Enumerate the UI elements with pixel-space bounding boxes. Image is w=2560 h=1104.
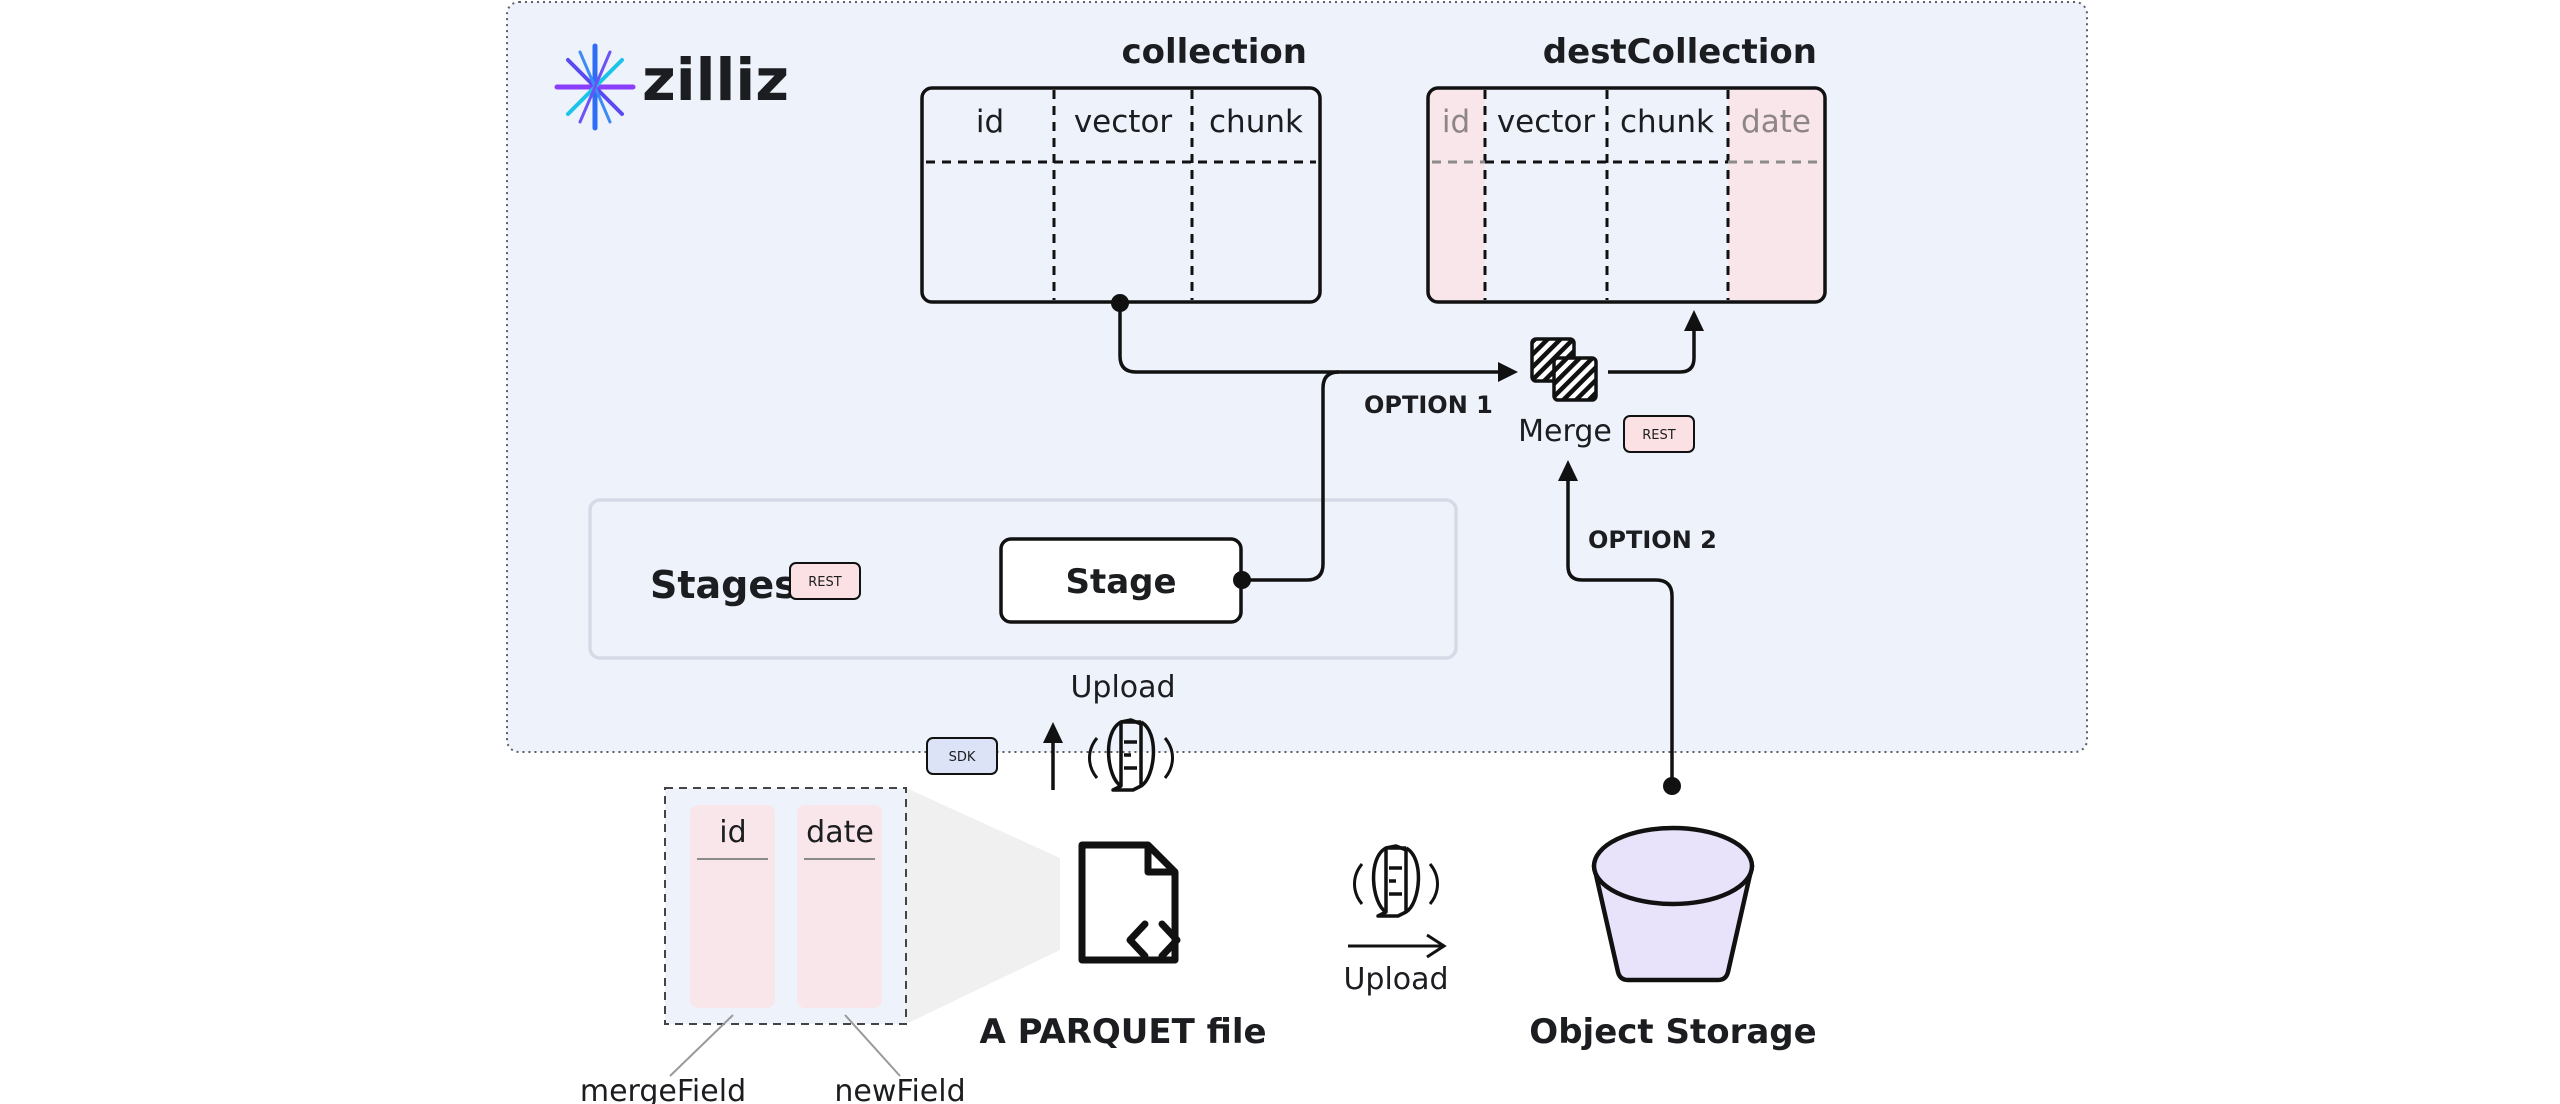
parquet-file-icon — [1078, 841, 1181, 964]
sdk-badge: SDK — [926, 737, 998, 775]
dest-col-id: id — [1442, 104, 1470, 140]
parquet-field-id — [690, 805, 775, 1008]
option-2-label: OPTION 2 — [1588, 526, 1717, 554]
dest-collection-table: destCollection id vector chunk date — [1426, 32, 1827, 304]
option-1-label: OPTION 1 — [1364, 391, 1493, 419]
stages-title: Stages — [650, 563, 797, 607]
collection-table: collection id vector chunk — [920, 32, 1322, 304]
merge-to-dest-arrow — [1608, 310, 1704, 374]
upload-up-arrow — [1043, 722, 1063, 790]
merge-rest-badge: REST — [1623, 415, 1695, 453]
stages-group: Stages REST Stage — [588, 498, 1458, 660]
parquet-file-label: A PARQUET file — [979, 1012, 1266, 1052]
object-storage-bucket-icon — [1591, 825, 1755, 983]
dest-collection-title: destCollection — [1543, 32, 1817, 72]
parquet-field-date — [797, 805, 882, 1008]
object-storage-label: Object Storage — [1529, 1012, 1816, 1052]
new-field-label: newField — [834, 1074, 965, 1104]
stage-label: Stage — [1065, 562, 1176, 602]
dest-col-chunk: chunk — [1620, 104, 1714, 140]
stages-rest-badge: REST — [789, 562, 861, 600]
zilliz-logo: zilliz — [554, 43, 789, 131]
storage-to-merge-arrow — [1558, 460, 1681, 795]
brand-name: zilliz — [642, 46, 789, 114]
collection-title: collection — [1121, 32, 1307, 72]
svg-text:REST: REST — [1642, 428, 1675, 443]
upload-right-arrow — [1348, 933, 1447, 959]
upload-to-stage-label: Upload — [1070, 670, 1175, 705]
collection-to-merge-arrow — [1111, 294, 1518, 382]
zilliz-cloud-panel — [506, 1, 2088, 753]
collection-col-id: id — [976, 104, 1004, 140]
merge-label: Merge — [1518, 414, 1612, 449]
collection-col-chunk: chunk — [1209, 104, 1303, 140]
dest-col-date: date — [1741, 104, 1811, 140]
upload-to-storage-label: Upload — [1343, 962, 1448, 997]
scroll-document-icon — [1088, 718, 1174, 792]
svg-text:date: date — [806, 815, 874, 850]
merge-field-label: mergeField — [580, 1074, 746, 1104]
svg-text:SDK: SDK — [949, 750, 976, 765]
parquet-zoom-callout: id date — [664, 787, 1060, 1077]
zilliz-spark-icon — [554, 43, 636, 131]
svg-text:REST: REST — [808, 575, 841, 590]
dest-col-vector: vector — [1497, 104, 1596, 140]
merge-icon — [1530, 337, 1598, 402]
scroll-document-icon-2 — [1353, 844, 1439, 918]
svg-text:id: id — [719, 815, 746, 850]
stage-to-merge-connector — [1233, 370, 1340, 589]
collection-col-vector: vector — [1074, 104, 1173, 140]
